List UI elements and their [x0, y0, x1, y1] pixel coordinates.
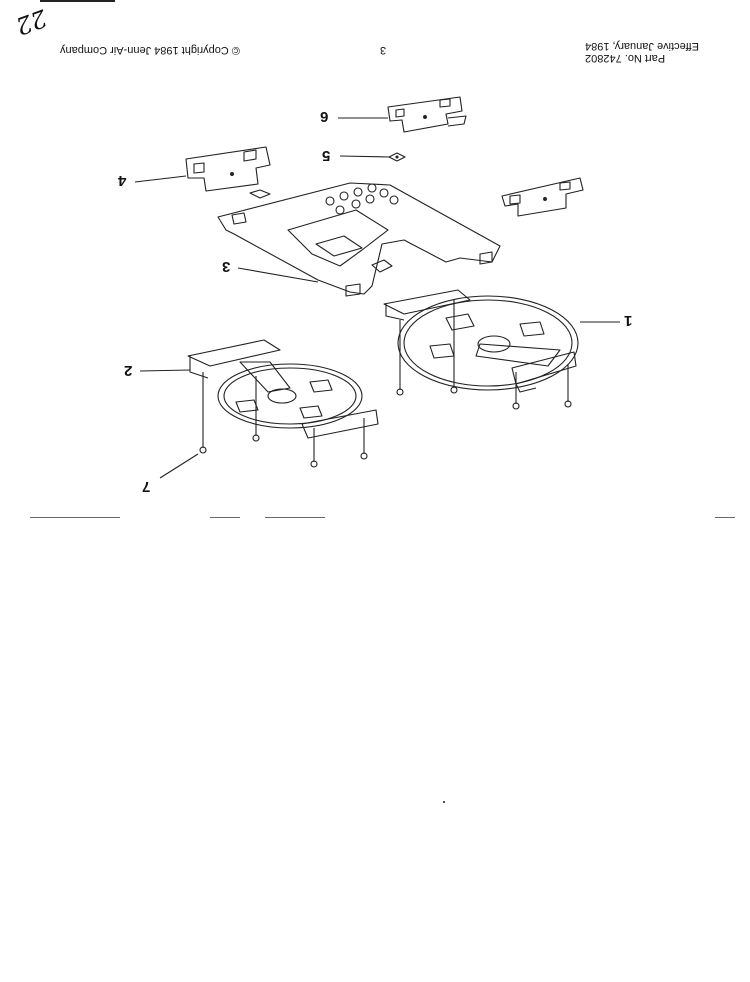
callout-5: 5: [322, 147, 331, 164]
divider-segment: [30, 517, 120, 518]
burner-base-part-1: [383, 289, 579, 393]
callout-7: 7: [142, 478, 151, 495]
divider-segment: [210, 517, 240, 518]
callout-4: 4: [118, 172, 127, 189]
burner-base-part-2: [187, 339, 379, 439]
scan-speck: [443, 801, 445, 803]
screws-part-7: [199, 300, 572, 468]
page-header: 22 © Copyright 1984 Jenn-Air Company 3 E…: [0, 0, 750, 80]
divider-segment: [265, 517, 325, 518]
callout-2: 2: [124, 362, 133, 379]
bracket-part-4: [185, 146, 271, 199]
callout-6: 6: [320, 108, 329, 125]
bracket-part-6: [387, 96, 467, 133]
clip-part-5: [388, 152, 406, 162]
mounting-plate-part-3: [217, 182, 501, 297]
divider-segment: [715, 517, 735, 518]
callout-3: 3: [222, 258, 231, 275]
bracket-right: [501, 177, 584, 217]
callout-leader-lines: [134, 117, 620, 479]
scan-edge-line: [40, 0, 115, 2]
callout-1: 1: [624, 312, 633, 329]
